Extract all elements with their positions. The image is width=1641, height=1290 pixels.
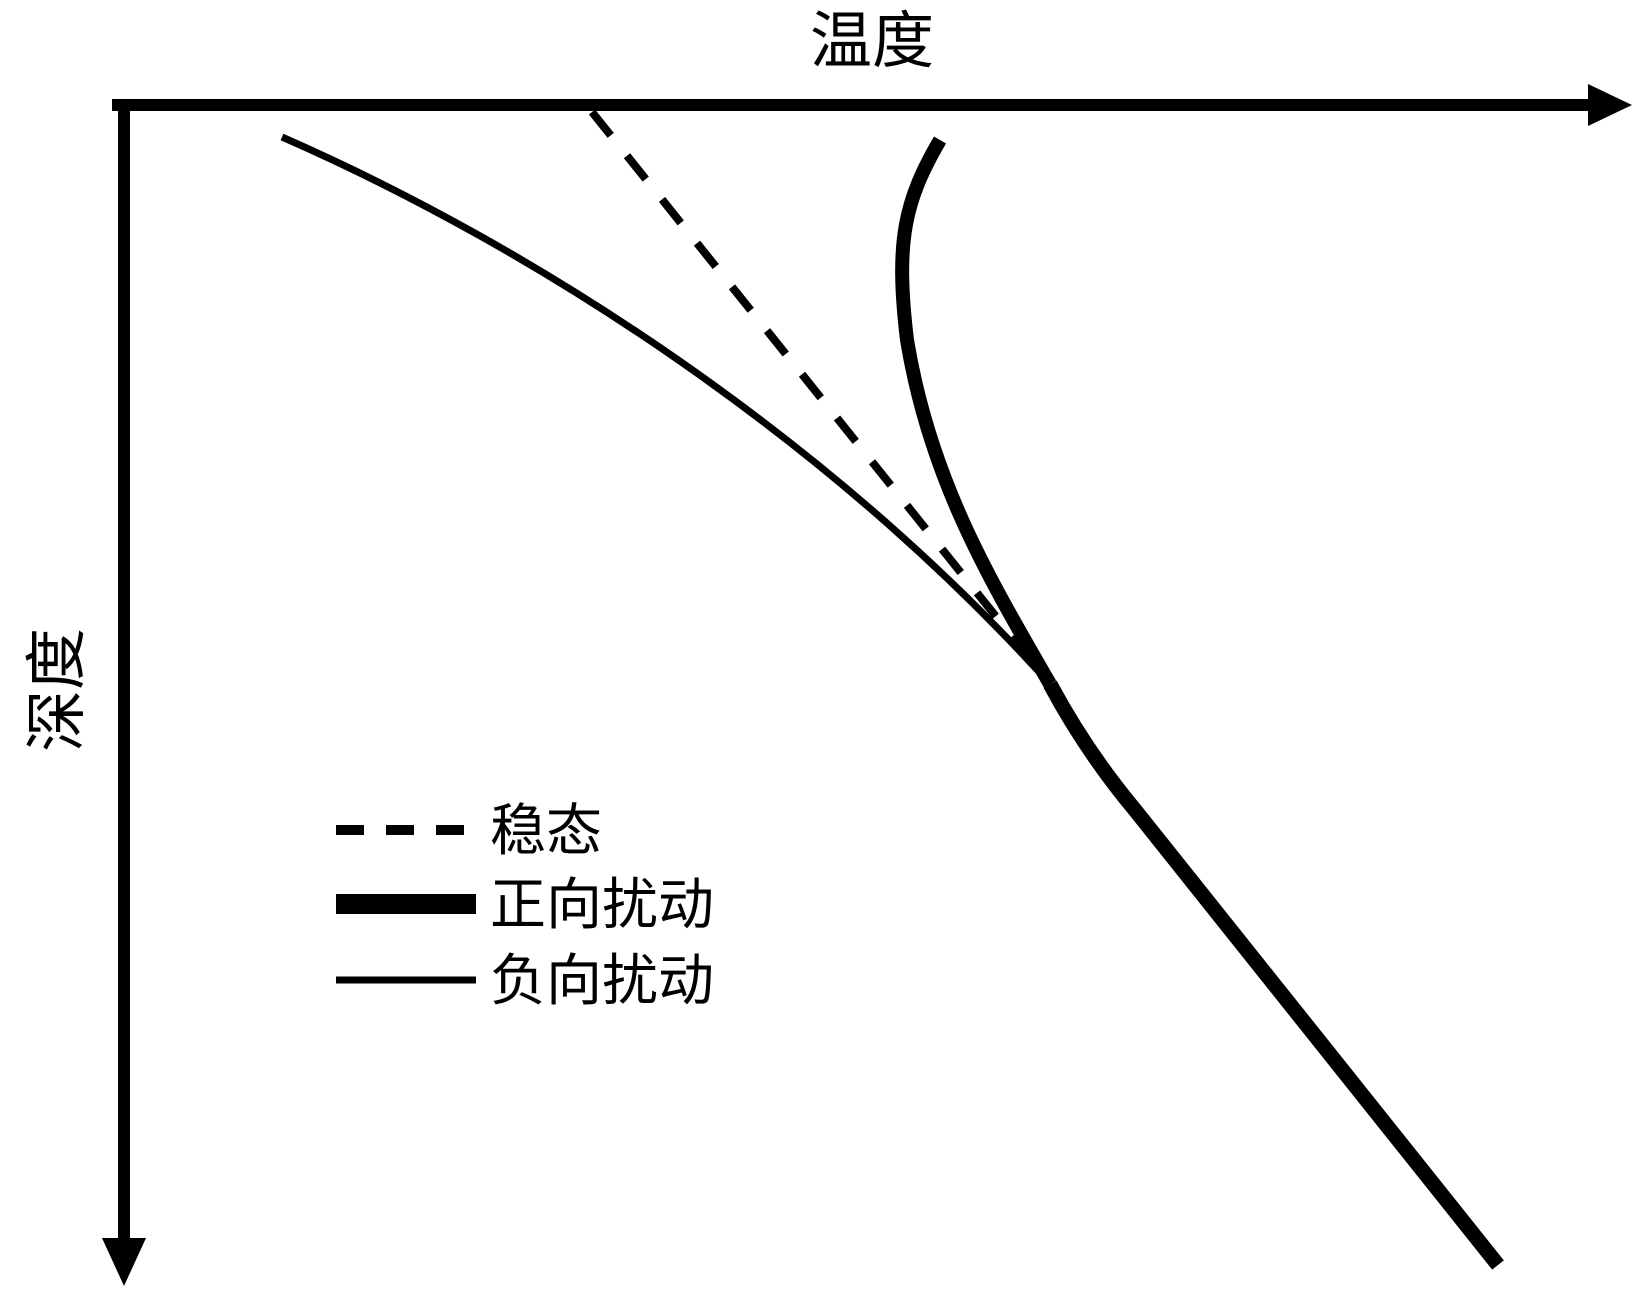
x-axis-arrowhead bbox=[1588, 84, 1632, 126]
negative-perturbation-curve bbox=[280, 133, 1053, 687]
legend: 稳态 正向扰动 负向扰动 bbox=[336, 799, 714, 1014]
y-axis-arrowhead bbox=[102, 1238, 146, 1286]
legend-negative-label: 负向扰动 bbox=[490, 949, 714, 1014]
legend-steady-label: 稳态 bbox=[490, 799, 602, 864]
y-axis-label: 深度 bbox=[20, 628, 93, 752]
legend-positive-label: 正向扰动 bbox=[490, 873, 714, 938]
positive-perturbation-curve bbox=[895, 136, 1057, 688]
steady-state-line bbox=[588, 109, 1054, 687]
shared-deep-segment bbox=[1043, 680, 1504, 1270]
x-axis-label: 温度 bbox=[810, 4, 934, 77]
